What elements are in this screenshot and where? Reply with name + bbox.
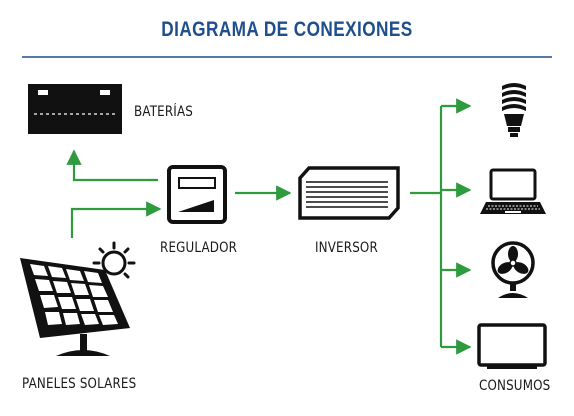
inverter-icon bbox=[298, 166, 400, 220]
monitor-icon bbox=[477, 323, 547, 369]
diagram-title: DIAGRAMA DE CONEXIONES bbox=[161, 18, 413, 41]
regulator-label: REGULADOR bbox=[160, 240, 238, 256]
arrow-panels-to-regulator bbox=[70, 201, 162, 238]
lightbulb-icon bbox=[502, 83, 526, 137]
solar-panels-label: PANELES SOLARES bbox=[22, 376, 137, 392]
solar-panel-icon bbox=[20, 241, 136, 356]
laptop-icon bbox=[480, 168, 546, 214]
charge-controller-icon bbox=[167, 165, 227, 224]
inverter-label: INVERSOR bbox=[315, 240, 378, 256]
battery-icon bbox=[28, 84, 122, 134]
batteries-label: BATERÍAS bbox=[134, 104, 194, 120]
arrow-to-batteries bbox=[66, 149, 158, 182]
fan-icon bbox=[491, 241, 535, 298]
consumers-label: CONSUMOS bbox=[479, 378, 551, 394]
